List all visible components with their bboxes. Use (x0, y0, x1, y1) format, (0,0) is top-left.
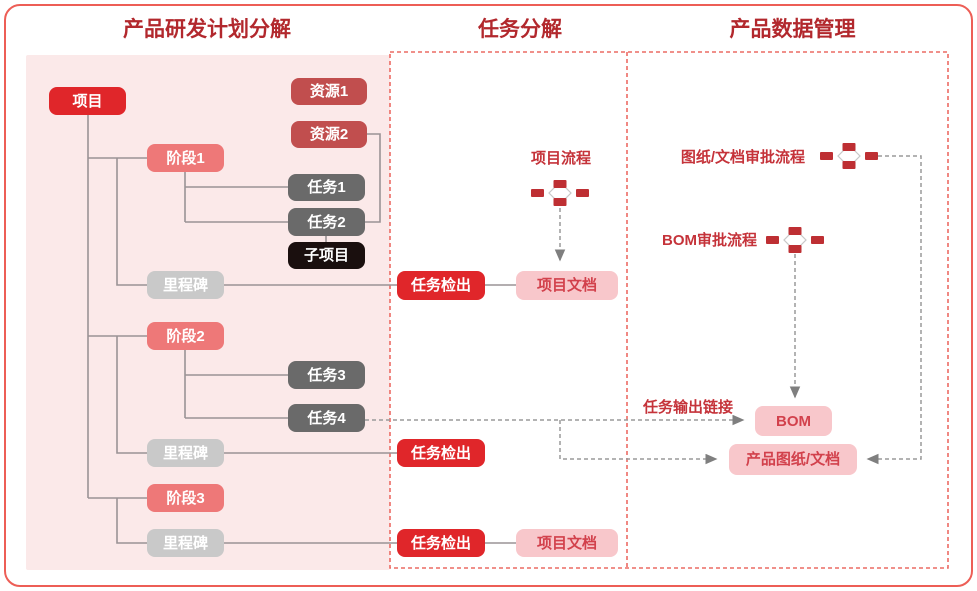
node-task3: 任务3 (288, 361, 365, 389)
node-subproject: 子项目 (288, 242, 365, 269)
column-title-task-decomposition: 任务分解 (478, 18, 562, 41)
tree-connectors (87, 115, 516, 544)
workflow-icon (820, 143, 878, 169)
node-phase1: 阶段1 (147, 144, 224, 172)
node-milestone-1: 里程碑 (147, 271, 224, 299)
workflow-icon (766, 227, 824, 253)
node-resource2: 资源2 (291, 121, 367, 148)
node-resource1: 资源1 (291, 78, 367, 105)
label-task-output-link: 任务输出链接 (642, 399, 733, 416)
node-task-checkout-1: 任务检出 (397, 271, 485, 300)
node-task-checkout-3: 任务检出 (397, 529, 485, 557)
node-milestone-3: 里程碑 (147, 529, 224, 557)
label-project-flow: 项目流程 (530, 150, 591, 167)
column-title-plan-decomposition: 产品研发计划分解 (123, 18, 291, 41)
label-bom-approval-flow: BOM审批流程 (662, 232, 757, 249)
node-milestone-2: 里程碑 (147, 439, 224, 467)
node-project-doc-1: 项目文档 (516, 271, 618, 300)
node-product-drawing-doc: 产品图纸/文档 (729, 444, 857, 475)
column-title-product-data-mgmt: 产品数据管理 (729, 18, 856, 41)
flow-arrows (365, 155, 922, 465)
node-task4: 任务4 (288, 404, 365, 432)
node-phase3: 阶段3 (147, 484, 224, 512)
node-phase2: 阶段2 (147, 322, 224, 350)
dashed-region-border (389, 51, 949, 569)
node-task-checkout-2: 任务检出 (397, 439, 485, 467)
node-task1: 任务1 (288, 174, 365, 201)
node-project-doc-2: 项目文档 (516, 529, 618, 557)
label-drawing-doc-approval-flow: 图纸/文档审批流程 (680, 149, 805, 166)
node-task2: 任务2 (288, 208, 365, 236)
node-project: 项目 (49, 87, 126, 115)
node-bom: BOM (755, 406, 832, 436)
workflow-icon (531, 180, 589, 206)
